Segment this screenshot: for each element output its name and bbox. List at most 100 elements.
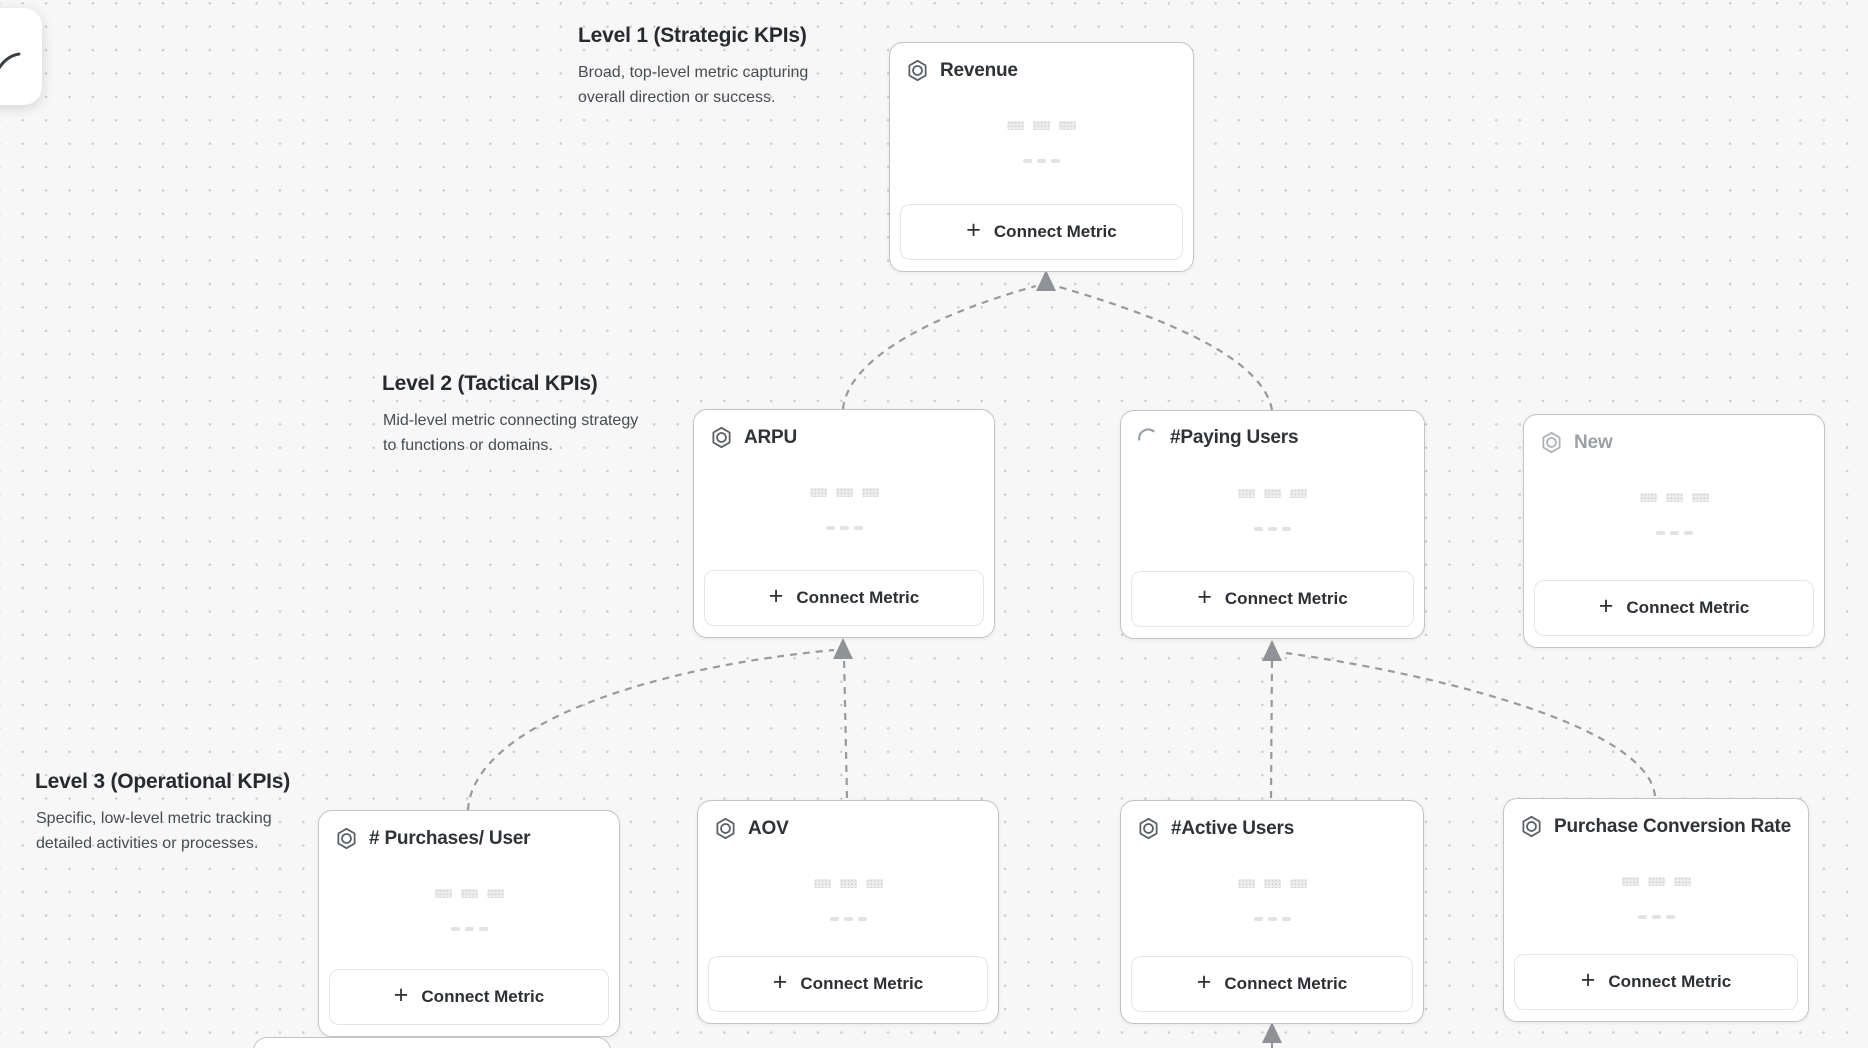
skeleton-bar [839, 879, 857, 888]
skeleton-row [319, 889, 619, 898]
skeleton-bar [1665, 493, 1683, 502]
section-desc-level-3: Specific, low-level metric tracking deta… [36, 810, 272, 852]
card-title: #Active Users [1171, 817, 1295, 839]
card-title: ARPU [744, 426, 798, 448]
connector-pcr-payingusers [1285, 651, 1657, 797]
skeleton-bar [1647, 877, 1665, 886]
connect-metric-button[interactable]: + Connect Metric [708, 956, 988, 1012]
card-title: Revenue [940, 59, 1018, 81]
connector-activeusers-payingusers [1269, 657, 1274, 799]
connector-arpu-revenue [841, 284, 1037, 410]
connect-metric-label: Connect Metric [421, 987, 545, 1006]
arrowhead-arpu [833, 638, 853, 659]
metric-icon [337, 827, 356, 850]
connect-metric-label: Connect Metric [1608, 972, 1732, 991]
skeleton-bar [1290, 489, 1307, 498]
skeleton-dash [1023, 159, 1032, 163]
skeleton-row [1121, 489, 1424, 498]
skeleton-dash [1669, 531, 1679, 535]
card-title: Purchase Conversion Rate [1554, 815, 1792, 837]
skeleton-bar [1263, 879, 1281, 888]
skeleton-bar [1059, 121, 1076, 130]
skeleton-row [694, 526, 994, 530]
kpi-card-purchase-conversion-rate[interactable]: Purchase Conversion Rate + Connect Metri… [1503, 798, 1809, 1022]
connect-metric-button[interactable]: + Connect Metric [1131, 956, 1413, 1012]
skeleton-bar [1639, 493, 1657, 502]
card-title: # Purchases/ User [369, 827, 531, 849]
skeleton-bar [861, 488, 879, 497]
skeleton-dash [853, 526, 863, 530]
kpi-card-aov[interactable]: AOV + Connect Metric [697, 800, 999, 1024]
kpi-card-purchases-per-user[interactable]: # Purchases/ User + Connect Metric [318, 810, 620, 1037]
kpi-card-partial-bottom[interactable] [253, 1037, 611, 1048]
skeleton-dash [450, 927, 460, 931]
plus-icon: + [772, 968, 788, 996]
section-title-level-3: Level 3 (Operational KPIs) [35, 770, 291, 793]
connect-metric-label: Connect Metric [1224, 974, 1348, 993]
card-header: New [1539, 430, 1812, 455]
skeleton-bar [1033, 121, 1050, 130]
pointer-icon [0, 52, 21, 70]
skeleton-row [1524, 531, 1824, 535]
skeleton-dash [1651, 915, 1661, 919]
connect-metric-button[interactable]: + Connect Metric [1514, 954, 1798, 1010]
skeleton-dash [1637, 915, 1647, 919]
skeleton-dash [1051, 159, 1060, 163]
skeleton-bar [865, 879, 883, 888]
arrowhead-activeusers [1262, 1022, 1282, 1043]
plus-icon: + [1580, 966, 1596, 994]
skeleton-bar [486, 889, 504, 898]
skeleton-dash [843, 917, 853, 921]
connect-metric-label: Connect Metric [1626, 598, 1750, 617]
connect-metric-button[interactable]: + Connect Metric [1534, 580, 1814, 636]
metric-icon [716, 817, 735, 840]
card-header: Purchase Conversion Rate [1519, 814, 1796, 839]
skeleton-row [890, 121, 1193, 130]
skeleton-bar [434, 889, 452, 898]
toolbar-chip[interactable] [0, 8, 42, 105]
plus-icon: + [393, 981, 409, 1009]
connect-metric-button[interactable]: + Connect Metric [1131, 571, 1414, 627]
card-title: AOV [748, 817, 789, 839]
kpi-card-active-users[interactable]: #Active Users + Connect Metric [1120, 800, 1424, 1024]
skeleton-bar [1621, 877, 1639, 886]
skeleton-row [1121, 917, 1423, 921]
skeleton-dash [1268, 527, 1277, 531]
plus-icon: + [966, 216, 981, 244]
connect-metric-label: Connect Metric [1224, 589, 1348, 608]
kpi-card-new[interactable]: New + Connect Metric [1523, 414, 1825, 648]
section-desc-level-2: Mid-level metric connecting strategy to … [383, 412, 639, 454]
skeleton-row [698, 917, 998, 921]
connect-metric-button[interactable]: + Connect Metric [329, 969, 609, 1025]
plus-icon: + [1197, 583, 1212, 611]
arrowhead-payingusers [1262, 640, 1282, 661]
connect-metric-button[interactable]: + Connect Metric [704, 570, 984, 626]
skeleton-dash [1037, 159, 1046, 163]
metric-icon [908, 59, 927, 82]
skeleton-dash [839, 526, 849, 530]
skeleton-dash [1254, 527, 1263, 531]
card-title: #Paying Users [1170, 427, 1299, 448]
plus-icon: + [768, 582, 784, 610]
skeleton-bar [1289, 879, 1307, 888]
kpi-card-paying-users[interactable]: #Paying Users + Connect Metric [1120, 410, 1425, 639]
connect-metric-label: Connect Metric [800, 974, 924, 993]
skeleton-bar [1007, 121, 1024, 130]
metric-icon [1522, 815, 1541, 838]
card-header: #Paying Users [1136, 426, 1412, 450]
skeleton-row [890, 159, 1193, 163]
card-header: #Active Users [1136, 816, 1411, 841]
card-header: # Purchases/ User [334, 826, 607, 851]
skeleton-dash [829, 917, 839, 921]
section-desc-level-1: Broad, top-level metric capturing overal… [578, 64, 809, 106]
connector-purchases-arpu [466, 648, 835, 811]
kpi-card-revenue[interactable]: Revenue + Connect Metric [889, 42, 1194, 272]
plus-icon: + [1598, 592, 1614, 620]
connect-metric-button[interactable]: + Connect Metric [900, 204, 1183, 260]
skeleton-row [694, 488, 994, 497]
plus-icon: + [1196, 968, 1212, 996]
skeleton-bar [1238, 489, 1255, 498]
kpi-card-arpu[interactable]: ARPU + Connect Metric [693, 409, 995, 638]
